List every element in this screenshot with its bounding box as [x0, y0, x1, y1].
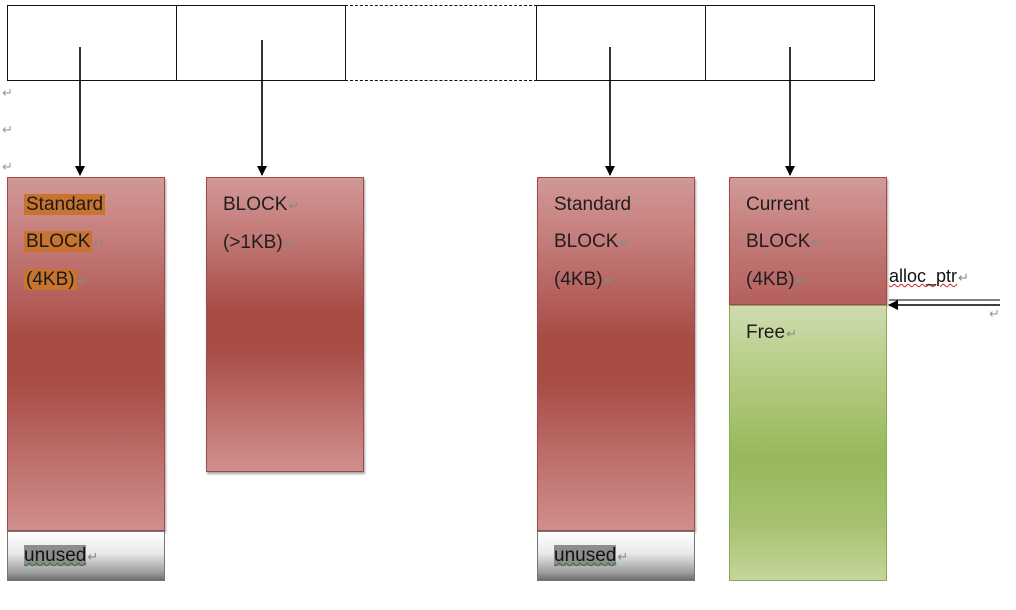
- unused-label-1: unused↵: [24, 545, 98, 567]
- unused-label-2: unused↵: [554, 545, 628, 567]
- current-block: [729, 177, 887, 305]
- pointer-cell-1: [7, 5, 177, 81]
- alloc-ptr-label: alloc_ptr↵: [889, 266, 969, 287]
- paragraph-mark: ↵: [87, 549, 99, 564]
- paragraph-mark: ↵: [288, 198, 300, 213]
- pointer-cell-gap: [345, 5, 537, 81]
- pointer-cell-2: [176, 5, 346, 81]
- paragraph-mark: ↵: [2, 159, 13, 174]
- free-region: [729, 305, 887, 581]
- paragraph-mark: ↵: [2, 122, 13, 137]
- block-type: BLOCK: [223, 194, 288, 215]
- paragraph-mark: ↵: [619, 235, 631, 250]
- large-block: [206, 177, 364, 472]
- block-title: Current: [746, 194, 810, 215]
- pointer-cell-4: [705, 5, 875, 81]
- paragraph-mark: ↵: [2, 85, 13, 100]
- block-size: (4KB): [746, 269, 795, 290]
- paragraph-mark: ↵: [786, 326, 797, 341]
- free-text: Free: [746, 322, 786, 343]
- block-type: BLOCK: [746, 231, 811, 252]
- paragraph-mark: ↵: [795, 273, 807, 288]
- paragraph-mark: ↵: [989, 306, 1000, 321]
- paragraph-mark: ↵: [811, 235, 823, 250]
- block-title: Standard: [24, 194, 106, 215]
- standard-block-2: [537, 177, 695, 531]
- paragraph-mark: ↵: [617, 549, 629, 564]
- pointer-table: [7, 5, 875, 83]
- free-label: Free↵: [746, 314, 797, 352]
- block-size: (>1KB): [223, 232, 283, 253]
- alloc-ptr-text: alloc_ptr: [889, 266, 958, 286]
- current-block-label: Current BLOCK↵ (4KB)↵: [746, 186, 822, 299]
- paragraph-mark: ↵: [93, 235, 105, 250]
- block-size: (4KB): [24, 269, 77, 290]
- block-size: (4KB): [554, 269, 603, 290]
- pointer-cell-3: [536, 5, 706, 81]
- paragraph-mark: ↵: [283, 236, 295, 251]
- large-block-label: BLOCK↵ (>1KB)↵: [223, 186, 299, 262]
- unused-text: unused: [24, 545, 87, 566]
- block-type: BLOCK: [24, 231, 93, 252]
- standard-block-2-label: Standard BLOCK↵ (4KB)↵: [554, 186, 631, 299]
- block-type: BLOCK: [554, 231, 619, 252]
- paragraph-mark: ↵: [603, 273, 615, 288]
- unused-text: unused: [554, 545, 617, 566]
- paragraph-mark: ↵: [958, 270, 969, 285]
- block-title: Standard: [554, 194, 632, 215]
- standard-block-1-label: Standard BLOCK↵ (4KB)↵: [24, 186, 106, 299]
- paragraph-mark: ↵: [77, 273, 89, 288]
